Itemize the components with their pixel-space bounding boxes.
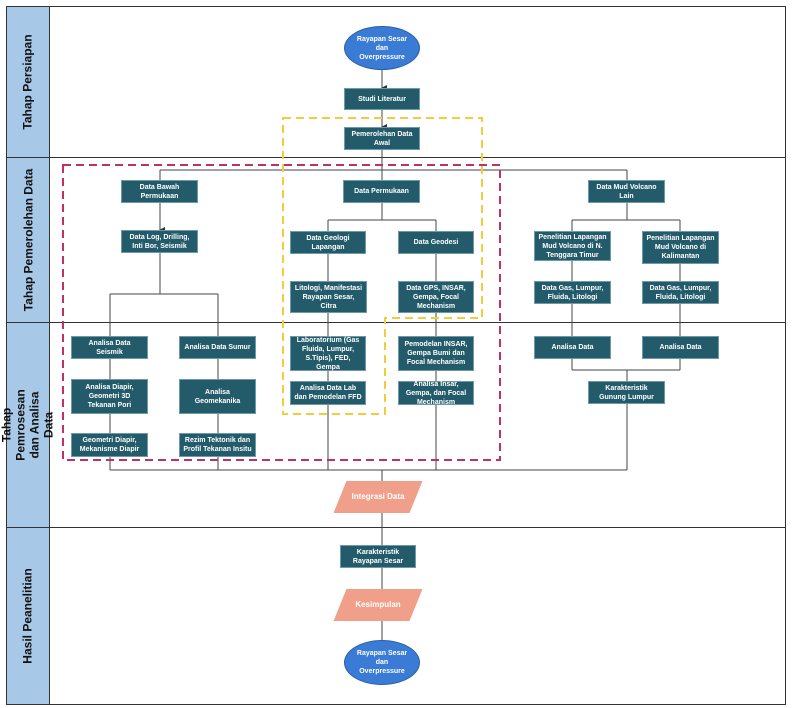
node-seismik: Analisa Data Seismik [71,336,148,359]
lane-hasil: Hasil Peanelitian [6,527,786,705]
node-gas1: Data Gas, Lumpur, Fluida, Litologi [534,281,611,304]
node-sumur: Analisa Data Sumur [179,336,256,359]
group-magenta [62,164,501,461]
io-integrasi-label: Integrasi Data [351,492,405,501]
end-terminal: Rayapan Sesar dan Overpressure [344,640,420,685]
node-geomek: Analisa Geomekanika [179,379,256,414]
start-terminal: Rayapan Sesar dan Overpressure [344,26,420,70]
node-datalab: Analisa Data Lab dan Pemodelan FFD [290,381,366,405]
node-analisa2: Analisa Data [642,336,719,359]
node-permukaan: Data Permukaan [343,180,420,203]
node-lab: Laboratorium (Gas Fluida, Lumpur, S.Tipi… [290,336,366,371]
node-geodiapir: Geometri Diapir, Mekanisme Diapir [71,433,148,457]
node-gunung: Karakteristik Gunung Lumpur [588,381,665,404]
node-gps: Data GPS, INSAR, Gempa, Focal Mechanism [398,281,474,313]
node-ntt: Penelitian Lapangan Mud Volcano di N. Te… [534,231,611,261]
node-geologi: Data Geologi Lapangan [290,231,366,254]
node-geodesi: Data Geodesi [398,231,474,254]
group-yellow [282,117,483,415]
node-insar: Pemodelan INSAR, Gempa Bumi dan Focal Me… [398,336,474,371]
io-kesimpulan: Kesimpulan [340,589,416,621]
node-analisa1: Analisa Data [534,336,611,359]
node-studi: Studi Literatur [344,88,420,110]
node-log: Data Log, Drilling, Inti Bor, Seismik [121,230,198,253]
io-integrasi: Integrasi Data [340,481,416,513]
io-kesimpulan-label: Kesimpulan [355,600,401,609]
node-litologi: Litologi, Manifestasi Rayapan Sesar, Cit… [290,281,367,313]
node-awal: Pemerolehan Data Awal [344,127,420,150]
node-rezim: Rezim Tektonik dan Profil Tekanan Insitu [179,433,256,457]
node-gas2: Data Gas, Lumpur, Fluida, Litologi [642,281,719,304]
node-karsesar: Karakteristik Rayapan Sesar [340,545,416,568]
node-bawah: Data Bawah Permukaan [121,180,198,203]
node-diapir: Analisa Diapir, Geometri 3D Tekanan Pori [71,379,148,414]
node-mud: Data Mud Volcano Lain [588,180,665,203]
node-kal: Penelitian Lapangan Mud Volcano di Kalim… [642,231,719,264]
node-ainsar: Analisa Insar, Gempa, dan Focal Mechanis… [398,381,474,406]
